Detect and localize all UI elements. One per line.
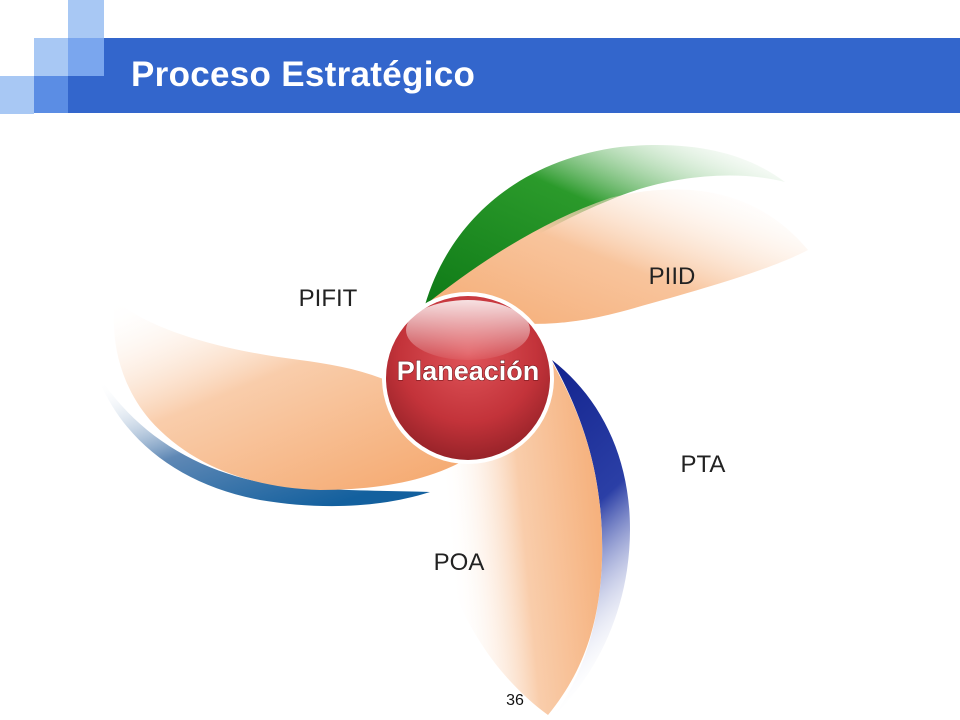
- label-pifit: PIFIT: [299, 285, 358, 312]
- blade-top-rim: [425, 145, 785, 305]
- center-gloss: [406, 300, 530, 360]
- blade-right-rim: [552, 360, 631, 715]
- decor-square-top: [68, 0, 104, 38]
- decor-square-bottom: [34, 76, 68, 113]
- page-title: Proceso Estratégico: [131, 55, 476, 94]
- decor-square-overlap: [68, 38, 104, 76]
- decor-square-small: [0, 76, 34, 114]
- label-piid: PIID: [649, 263, 696, 290]
- blade-left-rim: [95, 370, 430, 507]
- label-poa: POA: [434, 549, 485, 576]
- center-label: Planeación: [397, 356, 540, 386]
- label-pta: PTA: [681, 451, 726, 478]
- blade-left-body: [113, 300, 481, 490]
- page-number: 36: [506, 692, 524, 709]
- decor-square-left: [34, 38, 68, 76]
- title-bar: [68, 38, 960, 113]
- blade-top-body: [425, 189, 808, 324]
